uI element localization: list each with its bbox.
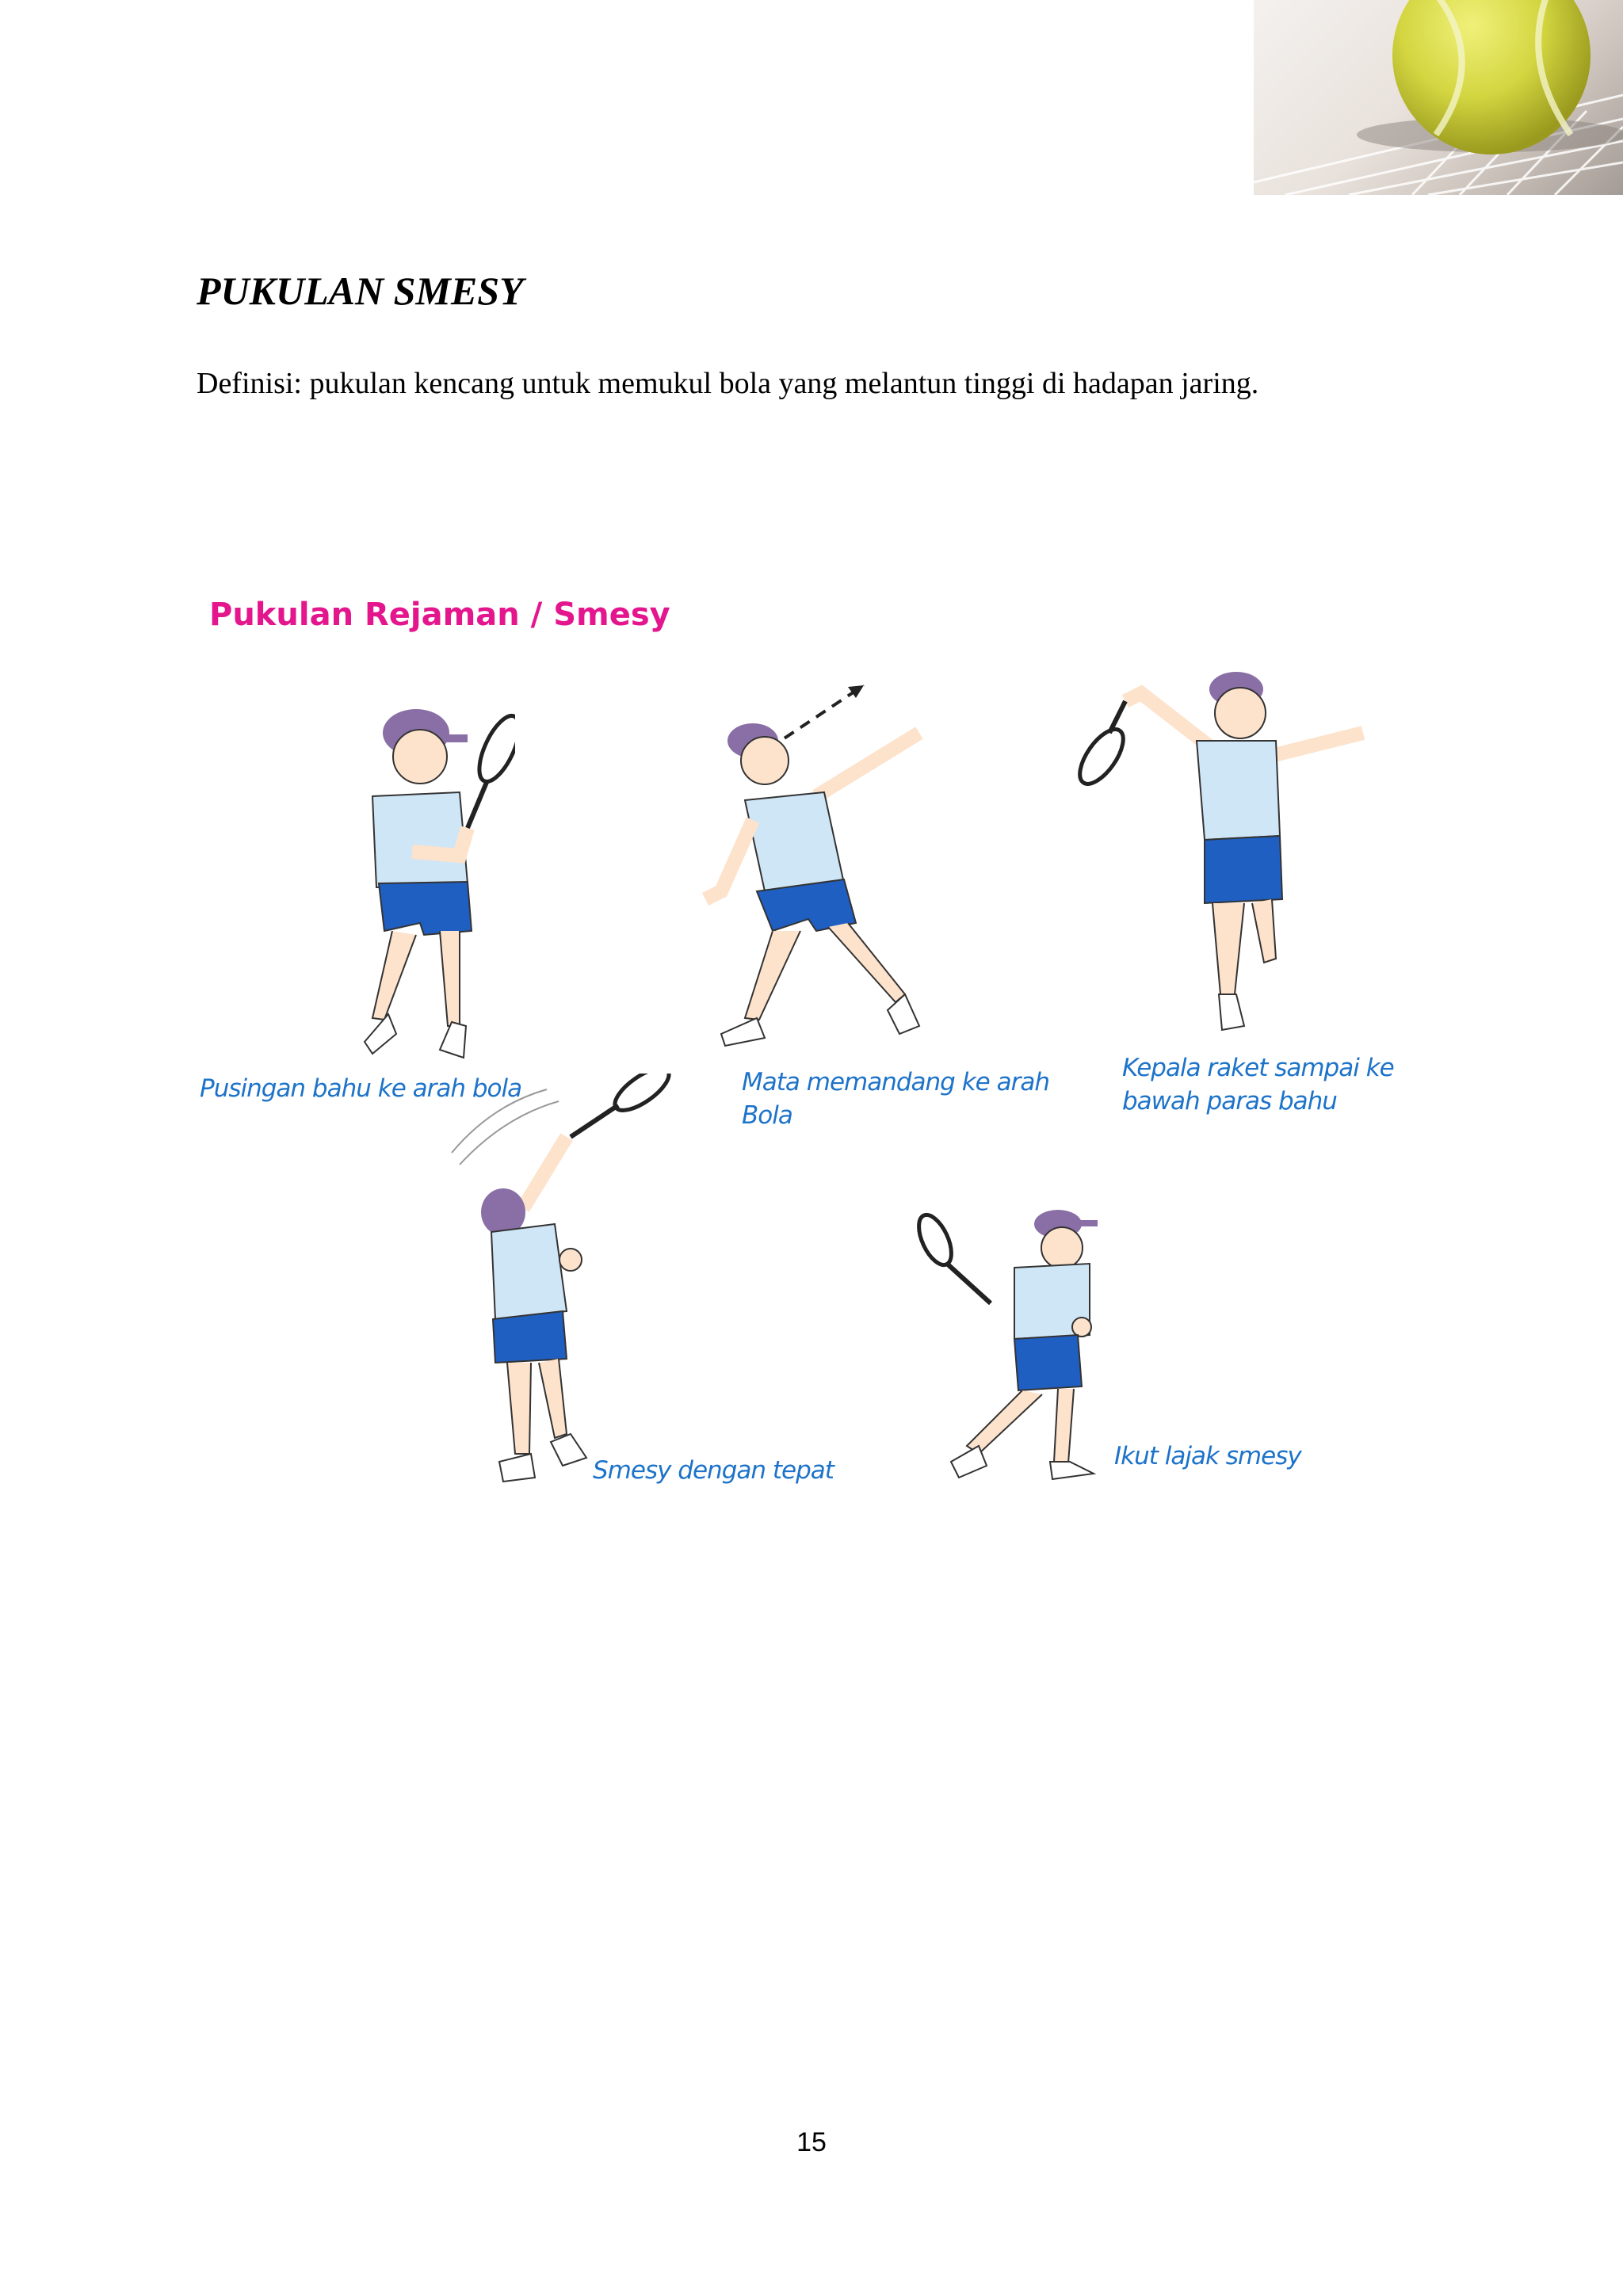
step-1-caption: Pusingan bahu ke arah bola bbox=[200, 1072, 522, 1105]
step-3-caption-line-1: Kepala raket sampai ke bbox=[1122, 1054, 1395, 1082]
step-4-caption-line-1: Smesy dengan tepat bbox=[593, 1456, 834, 1485]
step-1-caption-line-1: Pusingan bahu ke arah bola bbox=[200, 1074, 522, 1103]
step-2-caption: Mata memandang ke arah Bola bbox=[742, 1066, 1050, 1132]
step-3-figure bbox=[1078, 672, 1365, 1032]
step-4-figure bbox=[451, 1074, 671, 1483]
illustration-heading: Pukulan Rejaman / Smesy bbox=[209, 597, 670, 633]
step-2-caption-line-1: Mata memandang ke arah bbox=[742, 1068, 1050, 1097]
step-5-caption-line-1: Ikut lajak smesy bbox=[1114, 1442, 1302, 1470]
step-3-caption: Kepala raket sampai ke bawah paras bahu bbox=[1122, 1051, 1395, 1118]
definition-text: Definisi: pukulan kencang untuk memukul … bbox=[197, 367, 1259, 400]
step-5-figure bbox=[917, 1210, 1098, 1481]
step-1-figure bbox=[363, 709, 515, 1059]
page-number: 15 bbox=[796, 2127, 827, 2157]
step-4-caption: Smesy dengan tepat bbox=[593, 1454, 834, 1487]
tennis-ball-photo bbox=[1254, 0, 1623, 195]
step-2-caption-line-2: Bola bbox=[742, 1101, 793, 1130]
step-5-caption: Ikut lajak smesy bbox=[1114, 1440, 1302, 1473]
step-2-figure bbox=[701, 684, 923, 1047]
page-title: PUKULAN SMESY bbox=[197, 269, 524, 313]
tennis-ball-icon bbox=[1254, 0, 1623, 195]
smash-steps-illustration: Pukulan Rejaman / Smesy bbox=[190, 582, 1458, 1573]
step-3-caption-line-2: bawah paras bahu bbox=[1122, 1087, 1338, 1116]
